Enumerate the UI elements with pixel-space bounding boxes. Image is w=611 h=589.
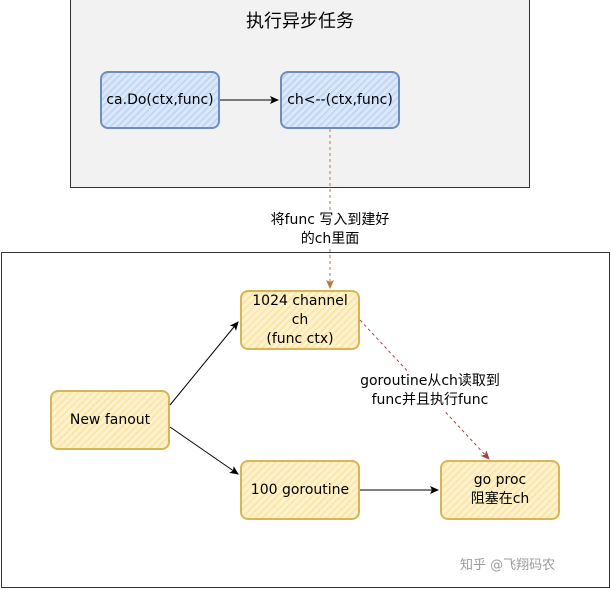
node-goroutine: 100 goroutine (240, 460, 360, 520)
edge-label-read-exec-line2: func并且执行func (371, 392, 489, 408)
node-ch-write-label: ch<--(ctx,func) (287, 91, 393, 108)
edge-label-write-func: 将func 写入到建好 的ch里面 (245, 211, 415, 249)
node-go-proc-label-line1: go proc (473, 472, 527, 488)
panel-title: 执行异步任务 (246, 11, 354, 32)
node-fanout-label: New fanout (69, 411, 151, 428)
node-channel: 1024 channel ch (func ctx) (240, 290, 360, 350)
node-ch-write: ch<--(ctx,func) (280, 71, 400, 129)
node-ca-do-label: ca.Do(ctx,func) (106, 91, 214, 108)
edge-fanout-to-channel (169, 321, 239, 406)
node-channel-label-line2: (func ctx) (266, 330, 334, 347)
node-fanout: New fanout (50, 390, 170, 450)
node-ca-do: ca.Do(ctx,func) (100, 71, 220, 129)
node-go-proc-label-line2: 阻塞在ch (470, 491, 530, 507)
edge-label-write-func-line2: 的ch里面 (300, 231, 360, 247)
node-channel-label-line1: 1024 channel ch (252, 292, 348, 328)
edge-label-read-exec: goroutine从ch读取到 func并且执行func (345, 372, 515, 410)
node-goroutine-label: 100 goroutine (250, 481, 350, 498)
watermark: 知乎 @飞翔码农 (460, 558, 556, 573)
edge-fanout-to-goroutine (169, 426, 239, 475)
edge-label-read-exec-line1: goroutine从ch读取到 (360, 373, 500, 389)
edge-label-write-func-line1: 将func 写入到建好 (270, 212, 390, 228)
node-go-proc: go proc 阻塞在ch (440, 460, 560, 520)
edge-channel-to-goproc (359, 319, 490, 460)
